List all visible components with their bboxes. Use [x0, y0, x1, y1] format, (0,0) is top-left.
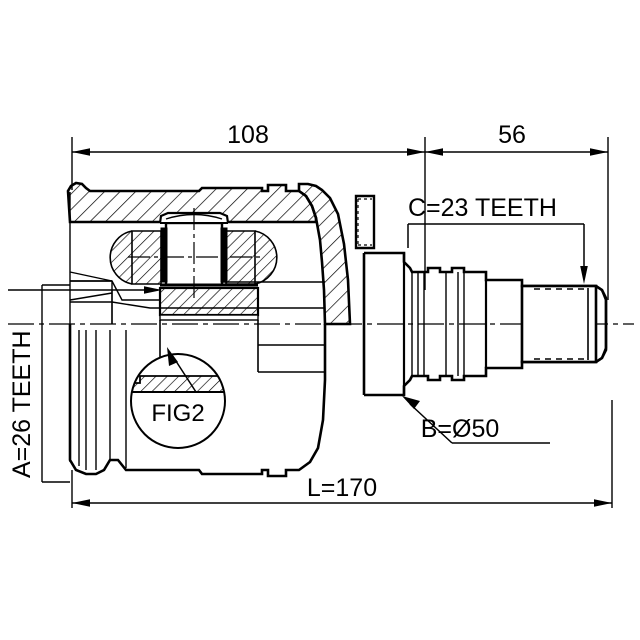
fig2-leader-arrow: [167, 347, 178, 366]
roller-left-cap: [109, 230, 133, 285]
left-spline-lines: [69, 330, 127, 470]
tripod-roller-assembly: [109, 208, 278, 372]
spline-right-label: C=23 TEETH: [408, 194, 557, 222]
outer-housing-shell: [66, 181, 352, 326]
detail-circle-fig2: FIG2: [130, 353, 226, 449]
b-leader-arrow: [402, 396, 420, 409]
top-dimension-arrows: [72, 148, 608, 156]
needle-right: [220, 227, 228, 283]
groove-lines: [411, 272, 465, 376]
arrow-108-right: [407, 148, 425, 156]
dim-label-56: 56: [498, 121, 526, 149]
detail-circle-content: [131, 375, 225, 393]
b-leader-diagonal: [409, 403, 453, 444]
bottom-dimension-group: [71, 400, 613, 508]
housing-right-taper: [297, 182, 352, 326]
detail-label: FIG2: [151, 400, 204, 427]
right-shaft-assembly: [354, 194, 608, 397]
arrow-total-right: [594, 499, 612, 507]
roller-right-cap: [254, 230, 278, 285]
arrow-56-left: [425, 148, 443, 156]
stub-spline-shaft: [520, 284, 598, 364]
c-leader-arrow: [580, 266, 588, 284]
spline-left-label: A=26 TEETH: [8, 330, 36, 478]
diameter-leader: [409, 403, 550, 444]
needle-left: [160, 227, 168, 283]
dim-label-total: L=170: [307, 474, 377, 502]
spider-spline-band: [159, 314, 259, 321]
seal-collar: [354, 194, 376, 250]
spline-left-bracket: [41, 284, 70, 483]
arrow-108-left: [72, 148, 90, 156]
spline-right-leader: [407, 223, 585, 272]
taper-line-lower: [69, 292, 113, 301]
lower-body-steps: [258, 344, 325, 373]
spline-left-leader: [8, 271, 158, 324]
taper-line-upper: [69, 271, 113, 282]
a-leader-arrow: [144, 286, 162, 294]
spider-hub: [158, 286, 260, 317]
arrow-56-right: [590, 148, 608, 156]
shaft-end-chamfer: [595, 285, 608, 363]
detail-step-profile: [131, 375, 225, 393]
lower-housing-profile: [68, 324, 327, 478]
arrow-total-left: [72, 499, 90, 507]
lower-body-outline: [68, 324, 327, 478]
bottom-dimension-arrows: [72, 499, 612, 507]
diameter-label: B=Ø50: [421, 415, 500, 443]
top-dimension-group: [71, 137, 609, 300]
dim-label-108: 108: [227, 121, 269, 149]
